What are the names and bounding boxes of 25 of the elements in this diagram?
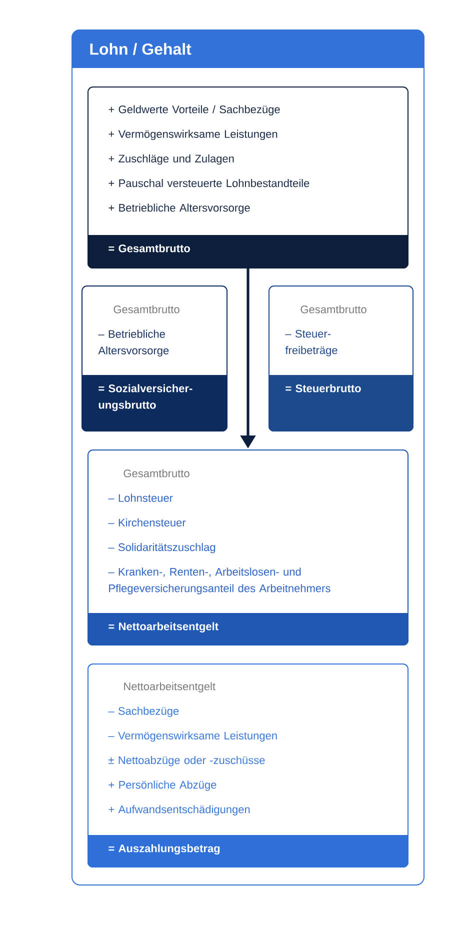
- box-heading: Nettoarbeitsentgelt: [124, 682, 216, 692]
- list-item: – Steuer- freibeträge: [285, 330, 338, 356]
- list-item: + Aufwandsentschädigungen: [108, 805, 250, 816]
- result-bar: = Sozialversicher- ungsbrutto: [82, 375, 228, 432]
- result-bar: = Gesamtbrutto: [88, 235, 408, 268]
- list-item: – Betriebliche Altersvorsorge: [98, 330, 169, 357]
- list-item: + Geldwerte Vorteile / Sachbezüge: [108, 105, 280, 116]
- result-bar: = Steuerbrutto: [268, 375, 414, 432]
- list-item: + Betriebliche Altersvorsorge: [108, 204, 250, 214]
- result-bar: = Nettoarbeitsentgelt: [88, 613, 408, 646]
- list-item: – Vermögenswirksame Leistungen: [108, 731, 277, 742]
- result-bar: = Auszahlungsbetrag: [88, 835, 408, 868]
- list-item: + Pauschal versteuerte Lohnbestandteile: [108, 179, 310, 188]
- list-item: + Vermögenswirksame Leistungen: [108, 130, 278, 140]
- list-item: – Lohnsteuer: [108, 494, 173, 502]
- list-item: + Zuschläge und Zulagen: [108, 154, 234, 165]
- box-heading: Gesamtbrutto: [300, 305, 366, 314]
- list-item: – Sachbezüge: [108, 706, 179, 718]
- box-heading: Gesamtbrutto: [124, 469, 190, 478]
- list-item: – Kirchensteuer: [108, 518, 186, 526]
- list-item: + Persönliche Abzüge: [108, 780, 216, 791]
- list-item: – Kranken-, Renten-, Arbeitslosen- und Pflegeversicherungsanteil des Arbeitnehmers: [108, 568, 330, 594]
- list-item: – Solidaritätszuschlag: [108, 543, 216, 554]
- box-heading: Gesamtbrutto: [114, 305, 180, 314]
- list-item: ± Nettoabzüge oder -zuschüsse: [108, 756, 265, 766]
